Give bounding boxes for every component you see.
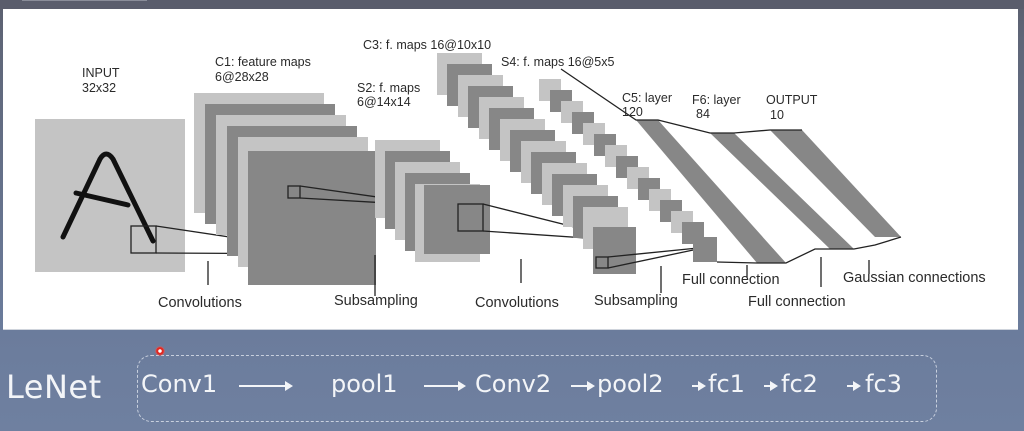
label-c1-title: C1: feature maps: [215, 55, 311, 69]
input-image: [35, 119, 185, 272]
label-c1-size: 6@28x28: [215, 70, 269, 84]
c3-feature-maps: [437, 53, 699, 274]
pipeline-step-pool2: pool2: [597, 370, 664, 398]
label-s2-size: 6@14x14: [357, 95, 411, 109]
lenet-architecture-diagram: INPUT 32x32 C1: feature maps 6@28x28 C3:…: [3, 9, 1018, 330]
label-op-convolutions-1: Convolutions: [158, 295, 242, 311]
arrow-right-icon: [692, 381, 706, 391]
pipeline-step-fc2: fc2: [781, 370, 818, 398]
pipeline-step-conv1: Conv1: [141, 370, 218, 398]
label-op-full-connection-1: Full connection: [682, 272, 780, 288]
label-s4: S4: f. maps 16@5x5: [501, 55, 614, 69]
label-op-gaussian: Gaussian connections: [843, 270, 986, 286]
label-s2-title: S2: f. maps: [357, 81, 420, 95]
label-c5-title: C5: layer: [622, 91, 672, 105]
s4-feature-maps: [539, 79, 717, 262]
label-f6-title: F6: layer: [692, 93, 741, 107]
label-input-size: 32x32: [82, 81, 116, 95]
bottom-connection-line: [716, 236, 902, 264]
label-output-title: OUTPUT: [766, 93, 818, 107]
input-layer: [35, 119, 344, 272]
arrow-right-icon: [424, 381, 466, 391]
c5-layer-band: [636, 120, 786, 263]
label-c3: C3: f. maps 16@10x10: [363, 38, 491, 52]
label-op-convolutions-2: Convolutions: [475, 295, 559, 311]
arrow-right-icon: [571, 381, 595, 391]
top-bar: [0, 0, 1024, 9]
input-glyph-crossbar: [73, 190, 131, 208]
fully-connected-layers: [560, 68, 902, 264]
f6-layer-band: [710, 133, 854, 249]
model-name: LeNet: [6, 368, 102, 406]
operation-ticks: [207, 255, 870, 296]
label-c5-size: 120: [622, 105, 643, 119]
pipeline-step-fc1: fc1: [708, 370, 745, 398]
pipeline-step-conv2: Conv2: [475, 370, 552, 398]
top-bar-tab-indicator: [22, 0, 147, 1]
label-input-title: INPUT: [82, 66, 120, 80]
arrow-right-icon: [239, 381, 293, 391]
top-connection-line: [560, 68, 802, 134]
diagram-canvas: INPUT 32x32 C1: feature maps 6@28x28 C3:…: [35, 38, 986, 311]
cursor-pointer-icon: [155, 346, 165, 356]
arrow-right-icon: [764, 381, 778, 391]
label-output-size: 10: [770, 108, 784, 122]
label-f6-size: 84: [696, 107, 710, 121]
input-glyph-a: [60, 151, 156, 244]
s2-feature-maps: [375, 140, 631, 262]
label-op-subsampling-1: Subsampling: [334, 293, 418, 309]
output-layer-band: [770, 130, 901, 237]
pipeline-step-fc3: fc3: [865, 370, 902, 398]
label-op-full-connection-2: Full connection: [748, 294, 846, 310]
c1-feature-maps: [194, 93, 441, 285]
arrow-right-icon: [847, 381, 861, 391]
pipeline-step-pool1: pool1: [331, 370, 398, 398]
pipeline-box: [137, 355, 937, 422]
input-receptive-field: [130, 225, 157, 254]
label-op-subsampling-2: Subsampling: [594, 293, 678, 309]
